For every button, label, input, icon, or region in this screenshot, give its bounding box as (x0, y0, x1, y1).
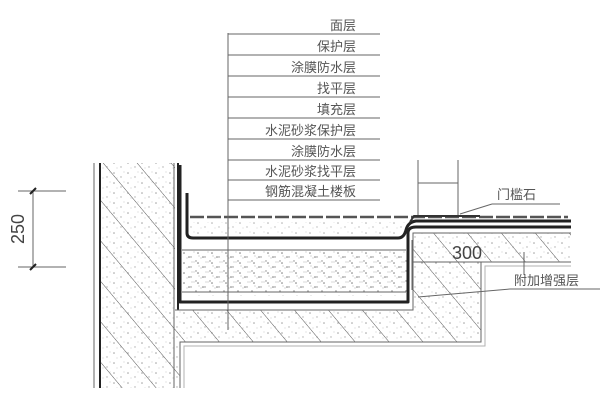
layer-label: 钢筋混凝土楼板 (265, 184, 356, 200)
screed-layer (190, 222, 405, 234)
fill-layer-speckle (187, 254, 411, 296)
waterproof-membrane-lower (178, 165, 571, 304)
layer-rules (228, 33, 380, 201)
dimension-250-text: 250 (8, 214, 28, 244)
layer-label: 涂膜防水层 (291, 60, 356, 76)
reinforcement-leader (417, 288, 511, 298)
dimension-300: 300 (452, 243, 482, 263)
layer-label: 找平层 (317, 82, 356, 97)
threshold-box (417, 160, 459, 215)
layer-label: 面层 (330, 19, 356, 34)
layer-label: 填充层 (317, 102, 356, 118)
layer-labels: 面层 保护层 涂膜防水层 找平层 填充层 水泥砂浆保护层 涂膜防水层 水泥砂浆找… (265, 19, 356, 200)
layer-label: 水泥砂浆找平层 (265, 165, 356, 180)
concrete-speckle (100, 163, 571, 388)
threshold-leader (459, 203, 493, 215)
threshold-stone-label: 门槛石 (497, 188, 536, 203)
dimension-250: 250 (8, 187, 66, 271)
layer-label: 水泥砂浆保护层 (265, 124, 356, 139)
reinforcement-layer-label: 附加增强层 (514, 274, 579, 289)
wall-outlines (93, 163, 571, 388)
layer-label: 保护层 (317, 40, 356, 55)
threshold-stone-edge (409, 215, 480, 223)
layer-label: 涂膜防水层 (291, 144, 356, 160)
waterproof-membrane-upper (185, 193, 571, 240)
